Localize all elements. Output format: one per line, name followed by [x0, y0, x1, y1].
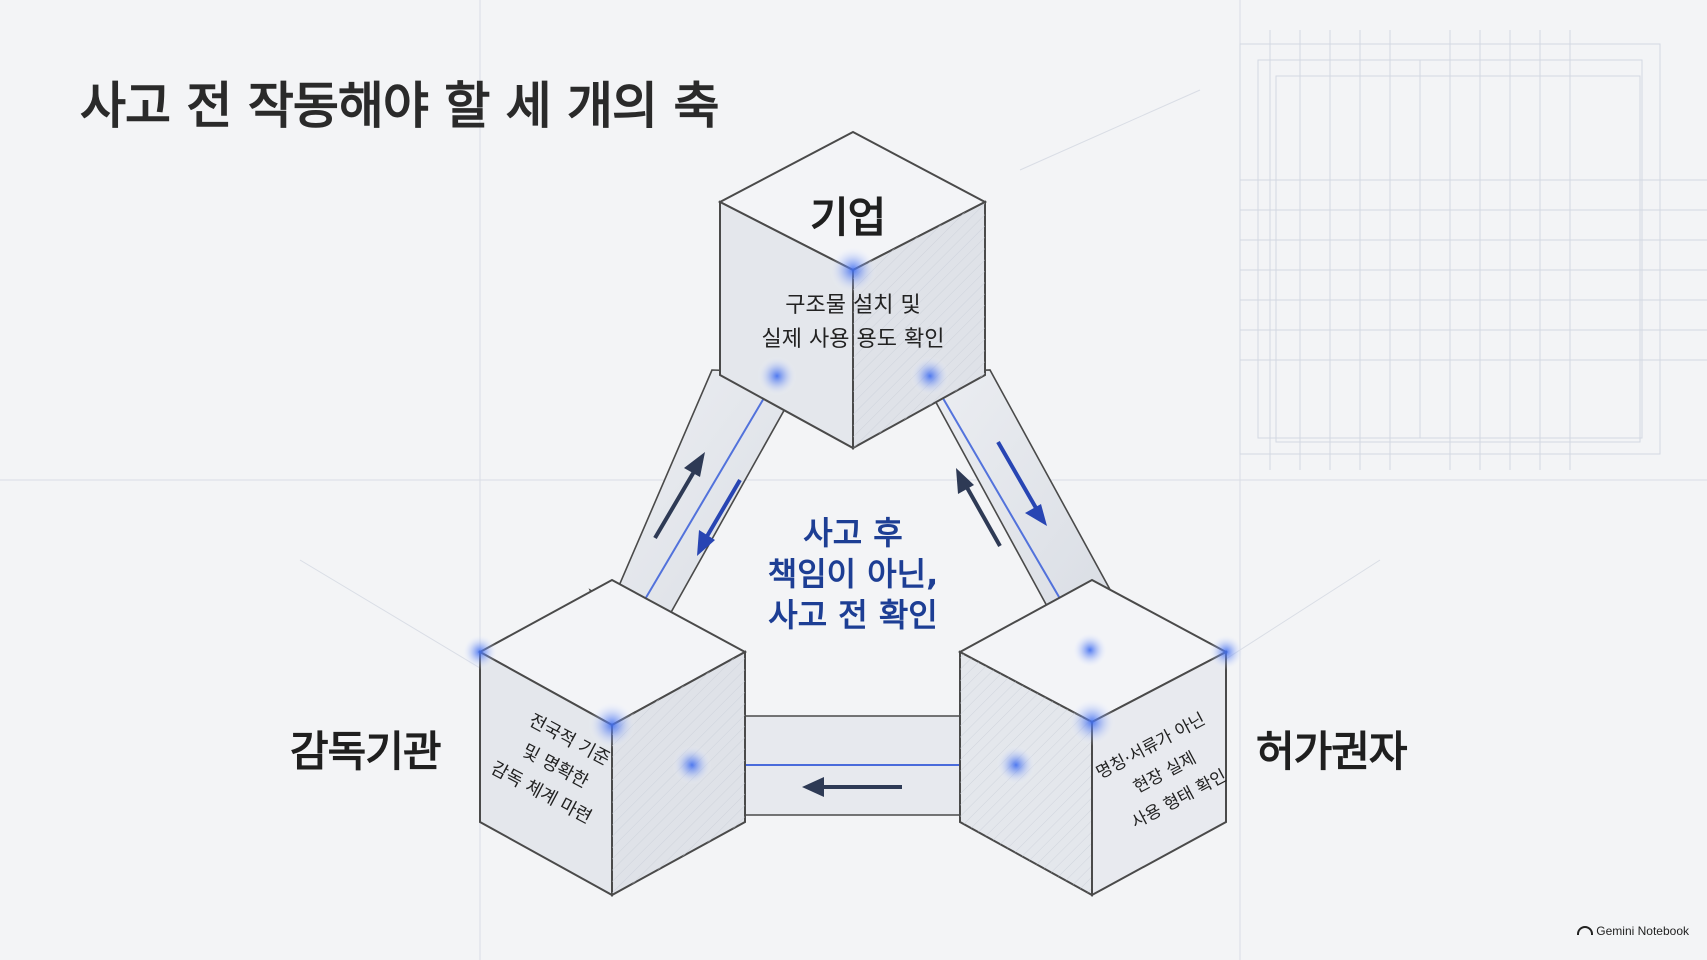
center-message: 사고 후 책임이 아닌, 사고 전 확인 [733, 513, 973, 636]
rainbow-icon [1577, 926, 1594, 936]
brand-name: Gemini Notebook [1596, 924, 1689, 938]
node-label-company: 기업 [810, 193, 886, 242]
center-message-line: 책임이 아닌, [767, 555, 939, 593]
cube-left [477, 578, 748, 897]
brand-watermark: Gemini Notebook [1577, 924, 1689, 938]
node-desc-company: 구조물 설치 및 실제 사용 용도 확인 [735, 289, 971, 357]
arrow-up-left-icon [653, 452, 705, 540]
arrow-down-right-icon [996, 441, 1047, 526]
center-message-line: 사고 전 확인 [768, 596, 938, 634]
cube-top [717, 130, 988, 450]
arrow-left-icon [802, 777, 902, 797]
node-desc-line: 구조물 설치 및 [785, 293, 921, 318]
arrow-down-left-icon [697, 478, 742, 556]
node-label-regulator: 감독기관 [290, 727, 442, 776]
glow-points [462, 246, 1244, 785]
blueprint-frame [1239, 30, 1707, 470]
arrow-up-right-icon [956, 468, 1002, 547]
slide-title: 사고 전 작동해야 할 세 개의 축 [80, 77, 719, 135]
center-message-line: 사고 후 [803, 514, 903, 552]
node-label-permit-authority: 허가권자 [1256, 727, 1408, 776]
node-desc-line: 실제 사용 용도 확인 [761, 327, 945, 352]
